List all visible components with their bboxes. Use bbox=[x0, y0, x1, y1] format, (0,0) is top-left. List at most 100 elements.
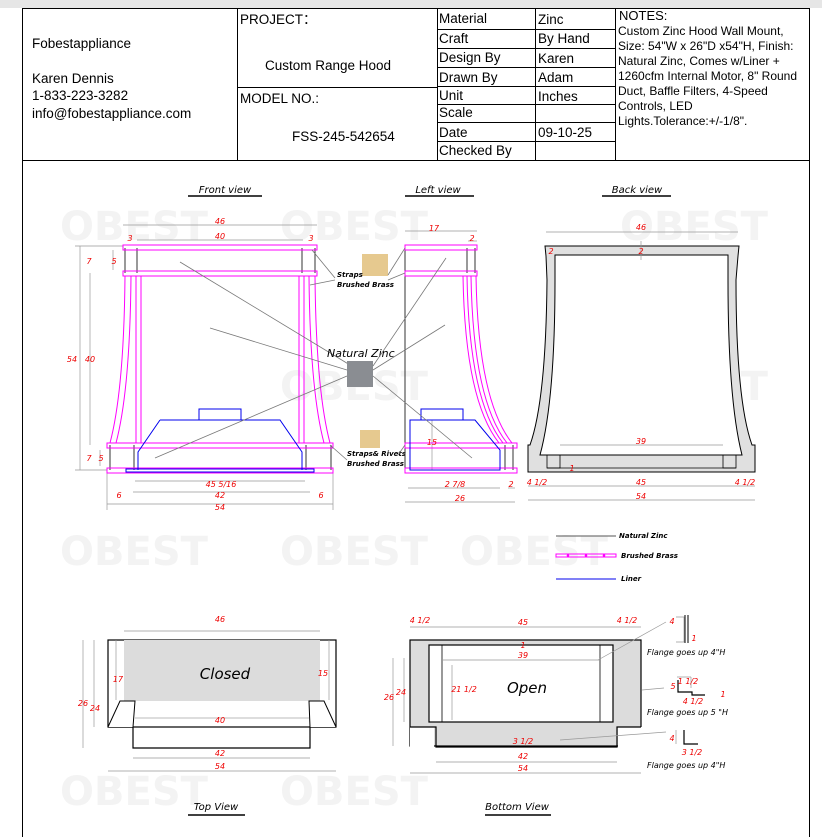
dimension-label: 3 1/2 bbox=[513, 737, 534, 746]
drawing-line bbox=[109, 248, 332, 470]
drawing-line bbox=[372, 324, 446, 371]
dimension-label: 17 bbox=[429, 224, 440, 233]
drawing-line bbox=[124, 640, 320, 701]
spec-label: Drawn By bbox=[439, 70, 498, 85]
drawing-line bbox=[387, 247, 406, 276]
dimension-label: 2 bbox=[638, 247, 643, 256]
rivets-callout: Straps& Rivets bbox=[347, 450, 406, 458]
dimension-label: 2 7/8 bbox=[445, 480, 466, 489]
dimension-label: 4 1/2 bbox=[410, 616, 431, 625]
dimension-label: 5 bbox=[98, 454, 103, 463]
notes-line: Controls, LED bbox=[618, 99, 693, 113]
bottom-view-state: Open bbox=[507, 679, 547, 697]
natural-zinc-swatch bbox=[347, 361, 373, 387]
project-label: PROJECT： bbox=[240, 12, 317, 27]
drawing-line bbox=[154, 249, 351, 461]
dimension-label: 4 bbox=[669, 617, 674, 626]
spec-value: Karen bbox=[538, 51, 575, 66]
dimension-label: 5 bbox=[670, 682, 675, 691]
drawing-line bbox=[109, 275, 132, 444]
spec-value: By Hand bbox=[538, 31, 590, 46]
drawing-line bbox=[618, 727, 642, 748]
spec-label: Checked By bbox=[439, 143, 512, 158]
drawing-line bbox=[372, 247, 473, 459]
drawing-line bbox=[309, 279, 336, 286]
drawing-line bbox=[420, 408, 464, 421]
top-view-state: Closed bbox=[200, 665, 251, 683]
drawing-line bbox=[437, 8, 438, 160]
drawing-line bbox=[392, 621, 667, 774]
spec-value: Inches bbox=[538, 89, 578, 104]
dimension-label: 4 1/2 bbox=[735, 478, 756, 487]
drawing-line bbox=[372, 257, 447, 367]
notes-line: Custom Zinc Hood Wall Mount, bbox=[618, 24, 784, 38]
drawing-line bbox=[437, 104, 615, 105]
drawing-line bbox=[641, 687, 665, 691]
drawing-line bbox=[137, 419, 303, 470]
watermark-text: OBEST bbox=[60, 204, 209, 250]
drawing-line bbox=[410, 727, 434, 748]
dimension-label: 4 1/2 bbox=[527, 478, 548, 487]
drawing-line bbox=[437, 29, 615, 30]
drawing-line bbox=[198, 408, 242, 421]
dimension-label: 4 1/2 bbox=[683, 697, 704, 706]
drawing-line bbox=[566, 554, 570, 557]
legend-label: Natural Zinc bbox=[619, 532, 668, 540]
dimension-label: 42 bbox=[215, 749, 225, 758]
drawing-line bbox=[676, 616, 685, 643]
notes-line: Lights.Tolerance:+/-1/8". bbox=[618, 114, 748, 128]
notes-label: NOTES: bbox=[619, 8, 668, 23]
flange-note: Flange goes up 4"H bbox=[647, 761, 725, 770]
dimension-label: 1 bbox=[569, 464, 574, 473]
dimension-label: 26 bbox=[78, 699, 88, 708]
dimension-label: 1 bbox=[691, 634, 696, 643]
drawing-line bbox=[179, 261, 351, 366]
straps-callout: Straps bbox=[337, 271, 363, 279]
top-band bbox=[0, 0, 822, 8]
flange-details: 4 1 Flange goes up 4"H 1 1/2 5 4 1/2 1 F… bbox=[647, 615, 728, 770]
drawing-line bbox=[22, 8, 809, 9]
drawing-line bbox=[308, 275, 331, 444]
drawing-line bbox=[602, 554, 606, 557]
drawing-line bbox=[122, 270, 318, 277]
left-view-title: Left view bbox=[415, 185, 461, 196]
drawing-line bbox=[372, 375, 473, 459]
dimension-label: 54 bbox=[215, 762, 225, 771]
back-view-title: Back view bbox=[612, 185, 663, 196]
dimension-label: 17 bbox=[113, 675, 124, 684]
dimension-label: 46 bbox=[636, 223, 646, 232]
dimension-label: 39 bbox=[518, 651, 528, 660]
drawing-line bbox=[677, 676, 692, 688]
spec-value: Zinc bbox=[538, 12, 564, 27]
drawing-line bbox=[462, 275, 513, 444]
spec-label: Design By bbox=[439, 50, 501, 65]
drawing-line bbox=[311, 249, 336, 279]
drawing-line bbox=[397, 444, 406, 456]
drawing-line bbox=[437, 67, 615, 68]
drawing-line bbox=[106, 467, 334, 474]
dimension-label: 45 bbox=[636, 478, 646, 487]
dimension-label: 1 bbox=[720, 690, 725, 699]
watermark-text: OBEST bbox=[280, 769, 429, 815]
spec-label: Scale bbox=[439, 105, 473, 120]
spec-label: Date bbox=[439, 125, 468, 140]
rivets-callout: Brushed Brass bbox=[347, 460, 404, 468]
dimension-label: 1 1/2 bbox=[678, 677, 699, 686]
drawing-line bbox=[409, 419, 501, 471]
drawing-line bbox=[528, 231, 755, 501]
watermark-text: OBEST bbox=[60, 769, 209, 815]
drawing-line bbox=[615, 8, 616, 160]
bottom-view-title: Bottom View bbox=[485, 802, 550, 813]
drawing-line bbox=[108, 726, 336, 749]
drawing-sheet bbox=[22, 8, 810, 837]
drawing-line bbox=[404, 467, 518, 474]
watermark-text: OBEST bbox=[280, 204, 429, 250]
spec-value: 09-10-25 bbox=[538, 125, 593, 140]
drawing-line bbox=[107, 700, 136, 728]
front-view: 46 40 3 3 7 5 54 40 7 5 45 5/16 42 6 6 5… bbox=[67, 217, 351, 512]
drawing-line bbox=[683, 730, 698, 745]
brushed-brass-swatch bbox=[362, 254, 388, 276]
brushed-brass-swatch bbox=[360, 430, 380, 448]
dimension-label: 3 1/2 bbox=[682, 748, 703, 757]
drawing-line bbox=[684, 615, 689, 643]
